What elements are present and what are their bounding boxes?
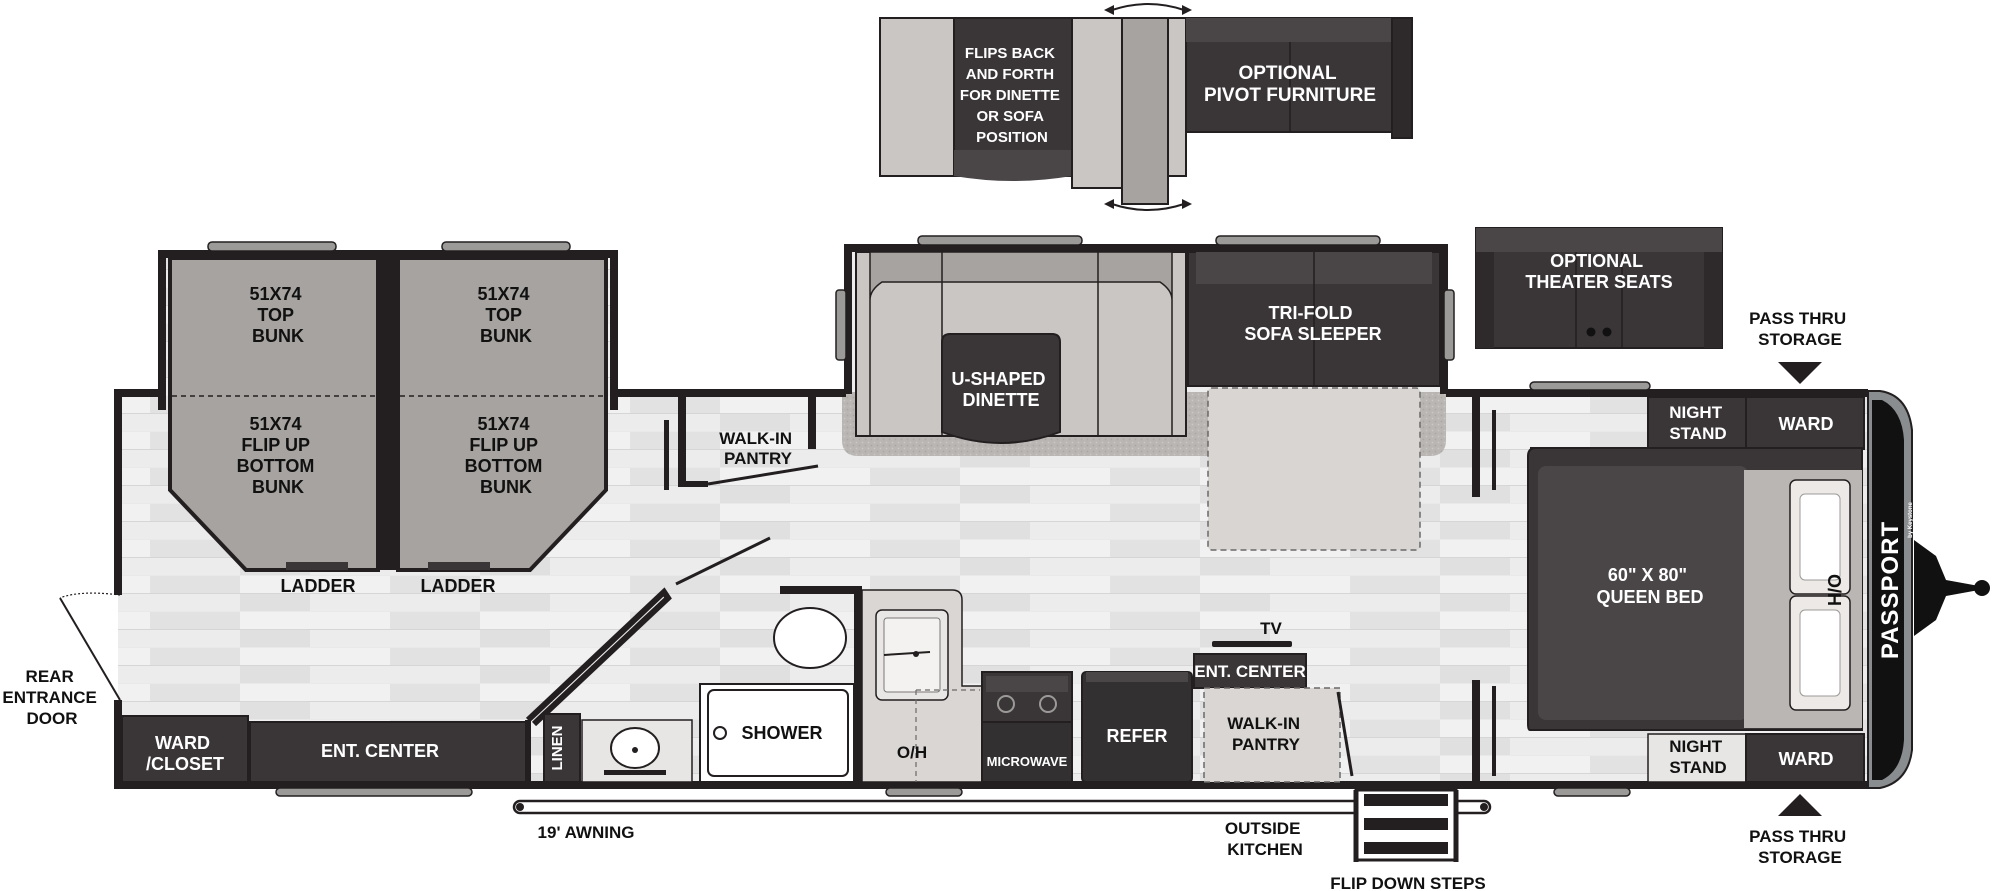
microwave-label: MICROWAVE bbox=[987, 754, 1068, 769]
awning-label: 19' AWNING bbox=[538, 823, 635, 842]
rear-door-swing bbox=[59, 592, 121, 599]
brand-logo: PASSPORT bbox=[1877, 521, 1904, 659]
queen-bed-label: 60" X 80" QUEEN BED bbox=[1596, 565, 1703, 607]
walk-in-pantry-front bbox=[1203, 687, 1341, 783]
walk-in-pantry-top-label: WALK-IN PANTRY bbox=[719, 429, 796, 468]
bunk-top-right-label: 51X74 TOP BUNK bbox=[477, 284, 534, 346]
shower-label: SHOWER bbox=[742, 723, 823, 743]
linen-label: LINEN bbox=[549, 726, 566, 771]
ent-center-rear-label: ENT. CENTER bbox=[321, 741, 439, 761]
bathroom bbox=[525, 536, 862, 783]
shower bbox=[707, 689, 849, 777]
rear-door-label: REAR ENTRANCE DOOR bbox=[2, 667, 101, 728]
ward-bottom-label: WARD bbox=[1779, 749, 1834, 769]
walls bbox=[114, 381, 1874, 797]
optional-theater-seats bbox=[1475, 227, 1723, 349]
oh-kitchen-label: O/H bbox=[897, 743, 927, 762]
sofa-bed-extension bbox=[1207, 387, 1421, 551]
dinette-slide bbox=[835, 235, 1455, 551]
walk-in-pantry-top bbox=[664, 393, 819, 490]
bunk-top-left-label: 51X74 TOP BUNK bbox=[249, 284, 306, 346]
oh-bed-label: O/H bbox=[1824, 574, 1844, 606]
refer-label: REFER bbox=[1106, 726, 1167, 746]
bedroom bbox=[1527, 396, 1865, 783]
night-stand-top-label: NIGHT STAND bbox=[1669, 403, 1727, 443]
optional-theater-label: OPTIONAL THEATER SEATS bbox=[1525, 251, 1672, 292]
ladder-left-bar bbox=[286, 562, 348, 570]
ent-center-front bbox=[1193, 653, 1307, 689]
linen-cabinet bbox=[543, 713, 581, 783]
flip-down-steps bbox=[1353, 788, 1459, 862]
pass-thru-arrow-bottom bbox=[1778, 794, 1822, 816]
u-dinette-table bbox=[941, 333, 1061, 444]
ward-top bbox=[1745, 396, 1865, 450]
bunk-bottom-right-label: 51X74 FLIP UP BOTTOM BUNK bbox=[465, 414, 548, 497]
flips-back-label: FLIPS BACK AND FORTH FOR DINETTE OR SOFA… bbox=[960, 45, 1064, 146]
pass-thru-bottom-label: PASS THRU STORAGE bbox=[1749, 827, 1851, 867]
ladder-right-label: LADDER bbox=[421, 576, 496, 596]
walk-in-pantry-bottom-label: WALK-IN PANTRY bbox=[1227, 714, 1304, 754]
pass-thru-arrow-top bbox=[1778, 362, 1822, 384]
night-stand-bottom bbox=[1647, 733, 1747, 783]
tv-label: TV bbox=[1260, 619, 1282, 638]
ward-closet-label: WARD /CLOSET bbox=[146, 733, 224, 774]
awning bbox=[512, 799, 1492, 815]
ward-bottom bbox=[1745, 733, 1865, 783]
night-stand-bottom-label: NIGHT STAND bbox=[1669, 737, 1727, 777]
tri-fold-label: TRI-FOLD SOFA SLEEPER bbox=[1244, 303, 1381, 344]
ladder-right-bar bbox=[428, 562, 490, 570]
bunk-bottom-left-label: 51X74 FLIP UP BOTTOM BUNK bbox=[237, 414, 320, 497]
optional-pivot-label: OPTIONAL PIVOT FURNITURE bbox=[1204, 63, 1376, 106]
ward-closet bbox=[121, 715, 249, 783]
optional-pivot-furniture bbox=[879, 3, 1413, 211]
u-dinette-label: U-SHAPED DINETTE bbox=[951, 369, 1050, 410]
brand-sub: by Keystone bbox=[1908, 502, 1914, 538]
pass-thru-top-label: PASS THRU STORAGE bbox=[1749, 309, 1851, 349]
flip-down-steps-label: FLIP DOWN STEPS bbox=[1330, 874, 1486, 891]
bunk-room bbox=[158, 241, 618, 572]
toilet bbox=[773, 607, 847, 669]
ladder-left-label: LADDER bbox=[281, 576, 356, 596]
kitchen bbox=[861, 589, 1193, 783]
ent-center-front-label: ENT. CENTER bbox=[1194, 662, 1305, 681]
outside-kitchen-label: OUTSIDE KITCHEN bbox=[1225, 819, 1305, 859]
front-cabinets bbox=[1193, 641, 1354, 783]
hitch bbox=[1914, 540, 1990, 636]
front-cap bbox=[1867, 390, 1990, 789]
microwave-unit bbox=[981, 721, 1073, 783]
ward-top-label: WARD bbox=[1779, 414, 1834, 434]
